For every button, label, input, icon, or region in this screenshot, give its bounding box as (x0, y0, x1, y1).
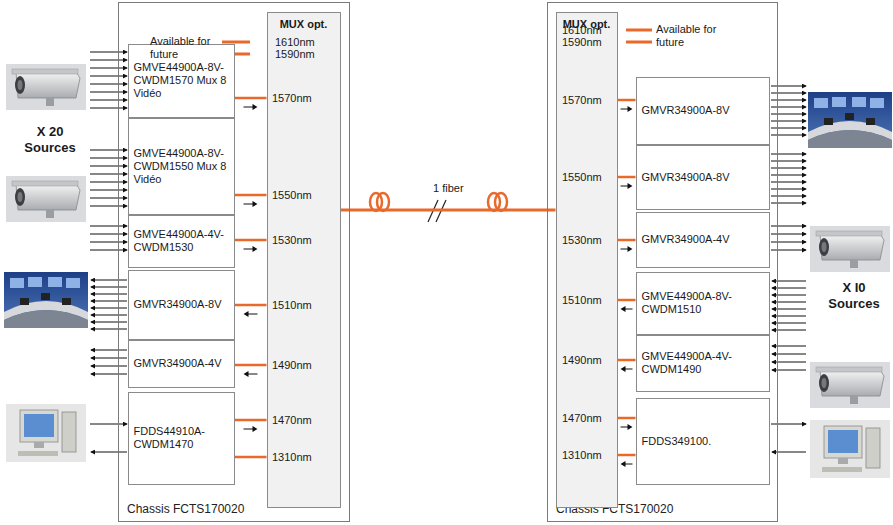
module-box: GMVE44900A-8V-CWDM1550 Mux 8 Vidéo (128, 118, 235, 215)
module-box: FDDS349100. (636, 398, 770, 485)
wavelength-link (235, 98, 267, 110)
wavelength-label: 1310nm (272, 451, 312, 464)
chassis-box: Chassis FCTS170020 MUX opt. GMVE44900A-8V-… (118, 2, 350, 522)
wavelength-label: 1570nm (562, 94, 602, 107)
wavelength-label: 1510nm (272, 299, 312, 312)
wavelength-label: 1590nm (275, 48, 315, 61)
wavelength-label: 1610nm (562, 24, 602, 37)
note-label: X I0 Sources (818, 280, 890, 312)
wavelength-link (618, 455, 636, 467)
module-box: GMVR34900A-8V (128, 270, 235, 340)
module-box: GMVR34900A-8V (636, 77, 770, 145)
module-name: GMVR34900A-8V (642, 104, 730, 117)
module-box: GMVE44900A-8V-CWDM1570 Mux 8 Vidéo (128, 44, 235, 118)
wavelength-label: 1470nm (562, 412, 602, 425)
wavelength-label: 1310nm (562, 449, 602, 462)
module-name: GMVE44900A-8V-CWDM1510 (642, 290, 764, 316)
fiber-link (341, 210, 556, 211)
module-box: FDDS44910A-CWDM1470 (128, 392, 235, 485)
wavelength-label: 1610nm (275, 36, 315, 49)
module-name: GMVE44900A-4V-CWDM1490 (642, 350, 764, 376)
wavelength-link (235, 305, 267, 317)
module-name: GMVE44900A-8V-CWDM1550 Mux 8 Vidéo (134, 147, 229, 186)
module-name: GMVR34900A-4V (134, 357, 222, 370)
wavelength-label: 1510nm (562, 294, 602, 307)
chassis-box: Chassis FCTS170020MUX opt.GMVR34900A-8VG… (547, 2, 778, 522)
module-name: GMVE44900A-8V-CWDM1570 Mux 8 Vidéo (134, 61, 229, 100)
wavelength-link (235, 365, 267, 377)
wavelength-label: 1530nm (562, 234, 602, 247)
module-name: GMVR34900A-8V (134, 298, 222, 311)
wavelength-link (618, 177, 636, 189)
module-name: GMVR34900A-8V (642, 171, 730, 184)
module-box: GMVR34900A-8V (636, 145, 770, 210)
wavelength-label: 1530nm (272, 234, 312, 247)
module-box: GMVE44900A-8V-CWDM1510 (636, 272, 770, 335)
mux-box: MUX opt. (556, 12, 618, 508)
wavelength-label: 1470nm (272, 414, 312, 427)
note-label: Available for future (150, 35, 220, 61)
wavelength-link (235, 240, 267, 252)
module-box: GMVR34900A-4V (128, 340, 235, 388)
wavelength-link (618, 240, 636, 252)
wavelength-label: 1490nm (562, 354, 602, 367)
wavelength-link (235, 457, 267, 458)
module-name: GMVR34900A-4V (642, 233, 730, 246)
wavelength-label: 1490nm (272, 359, 312, 372)
wavelength-label: 1550nm (562, 171, 602, 184)
note-label: Available for future (656, 23, 728, 49)
mux-box: MUX opt. (267, 12, 341, 508)
mux-title: MUX opt. (268, 18, 340, 31)
wavelength-link (618, 418, 636, 430)
wavelength-label: 1570nm (272, 92, 312, 105)
wavelength-link (235, 420, 267, 432)
wavelength-link (235, 195, 267, 207)
edge-label: 1 fiber (431, 182, 466, 195)
wavelength-label: 1590nm (562, 36, 602, 49)
wavelength-link (618, 360, 636, 372)
module-box: GMVE44900A-4V-CWDM1490 (636, 335, 770, 392)
module-name: GMVE44900A-4V-CWDM1530 (134, 228, 229, 254)
chassis-name: Chassis FCTS170020 (127, 503, 244, 516)
module-name: FDDS349100. (642, 435, 712, 448)
module-name: FDDS44910A-CWDM1470 (134, 425, 229, 451)
wavelength-link (618, 100, 636, 112)
module-box: GMVR34900A-4V (636, 212, 770, 268)
module-box: GMVE44900A-4V-CWDM1530 (128, 215, 235, 268)
note-label: X 20 Sources (10, 124, 90, 156)
wavelength-label: 1550nm (272, 189, 312, 202)
wavelength-link (618, 300, 636, 312)
